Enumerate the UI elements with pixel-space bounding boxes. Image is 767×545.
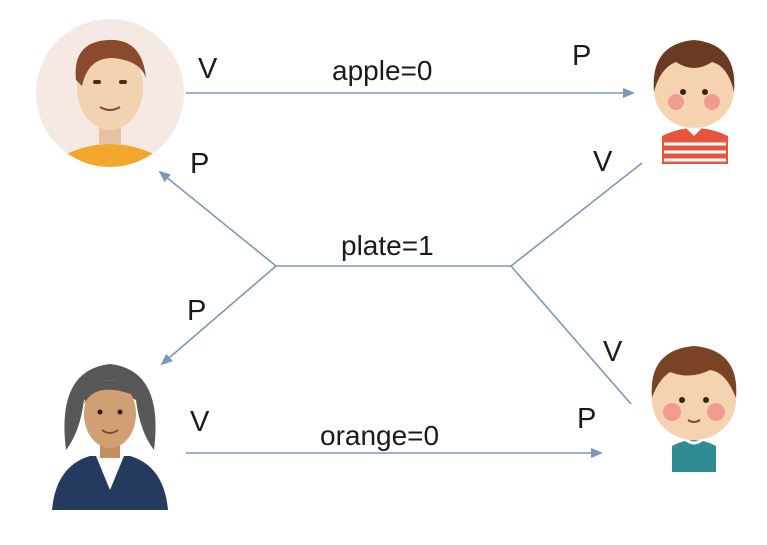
orange-start-mark: V [190, 406, 210, 438]
plate-top-left-mark: P [190, 148, 210, 180]
plate-line-from-boy [510, 265, 632, 405]
orange-edge-label: orange=0 [320, 420, 440, 451]
boy-avatar-icon [651, 346, 737, 472]
apple-edge-label: apple=0 [332, 55, 433, 86]
plate-top-right-mark: V [593, 146, 613, 178]
plate-bottom-left-mark: P [187, 295, 207, 327]
apple-start-mark: V [198, 53, 218, 85]
woman-avatar-icon [52, 364, 168, 510]
plate-edge-label: plate=1 [341, 230, 434, 261]
connection-lines [158, 88, 643, 458]
orange-end-mark: P [577, 403, 597, 435]
man-avatar-icon [36, 19, 184, 167]
plate-arrow-to-man [158, 170, 277, 267]
plate-line-from-girl [510, 162, 643, 267]
girl-avatar-icon [653, 40, 735, 164]
plate-bottom-right-mark: V [603, 336, 623, 368]
apple-end-mark: P [572, 40, 592, 72]
plate-arrow-to-woman [160, 265, 277, 366]
